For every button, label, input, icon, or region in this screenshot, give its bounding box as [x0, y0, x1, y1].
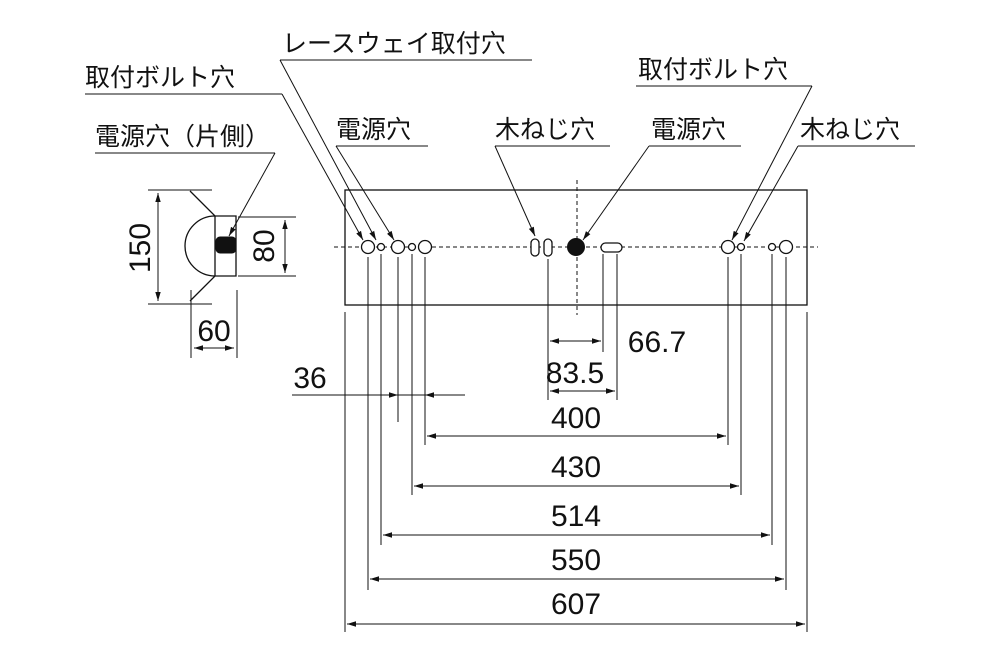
label-power-hole-center: 電源穴	[651, 115, 726, 144]
leader-wood-screw-right	[743, 145, 799, 242]
dim-36-value: 36	[293, 362, 326, 395]
raceway-hole-left-2	[407, 242, 417, 252]
extension-lines	[344, 254, 808, 632]
leader-wood-screw-left	[494, 145, 536, 237]
side-height-value: 150	[124, 223, 157, 273]
label-raceway-hole: レースウェイ取付穴	[282, 29, 506, 58]
power-hole-center	[567, 238, 585, 256]
label-power-hole-left: 電源穴	[336, 115, 411, 144]
label-wood-screw-left: 木ねじ穴	[495, 115, 595, 144]
leader-bolt-hole-left	[281, 93, 364, 241]
raceway-hole-left	[376, 242, 386, 252]
bolt-hole-right	[778, 239, 794, 255]
dim-607-value: 607	[551, 588, 601, 621]
leader-power-hole-side	[228, 152, 276, 237]
mount-hole-left	[417, 239, 433, 255]
wood-screw-slot-1	[530, 238, 540, 257]
leader-power-hole-center	[582, 145, 650, 241]
side-power-hole	[215, 236, 237, 254]
label-bolt-hole-right: 取付ボルト穴	[638, 55, 788, 84]
leader-bolt-hole-right	[731, 85, 813, 241]
callouts: レースウェイ取付穴 取付ボルト穴 電源穴（片側） 電源穴 木ねじ穴 電源穴 取付…	[85, 29, 915, 242]
leader-power-hole-left	[335, 145, 395, 241]
side-view: 150 80 60	[124, 189, 296, 358]
dim-83-5-value: 83.5	[546, 357, 604, 390]
raceway-hole-right	[767, 242, 777, 252]
dim-66-7-value: 66.7	[628, 326, 686, 359]
leader-raceway-hole	[279, 59, 377, 241]
dimension-lines	[292, 338, 805, 627]
label-power-hole-side: 電源穴（片側）	[95, 122, 270, 151]
dim-430-value: 430	[551, 451, 601, 484]
side-width-value: 60	[197, 315, 230, 348]
dim-550-value: 550	[551, 544, 601, 577]
power-hole-left	[390, 239, 406, 255]
label-bolt-hole-left: 取付ボルト穴	[85, 63, 235, 92]
front-view	[334, 180, 818, 315]
mount-hole-right	[720, 239, 736, 255]
dim-400-value: 400	[551, 402, 601, 435]
wood-screw-hole-right	[736, 242, 746, 252]
side-inner-height-value: 80	[248, 229, 281, 262]
dim-514-value: 514	[551, 500, 601, 533]
bolt-hole-left	[360, 239, 376, 255]
side-profile-curve	[184, 215, 216, 277]
center-slot	[600, 242, 623, 253]
dimension-values: 36 66.7 83.5 400 430 514 550 607	[293, 326, 686, 621]
label-wood-screw-right: 木ねじ穴	[800, 115, 900, 144]
wood-screw-slot-2	[543, 238, 553, 257]
